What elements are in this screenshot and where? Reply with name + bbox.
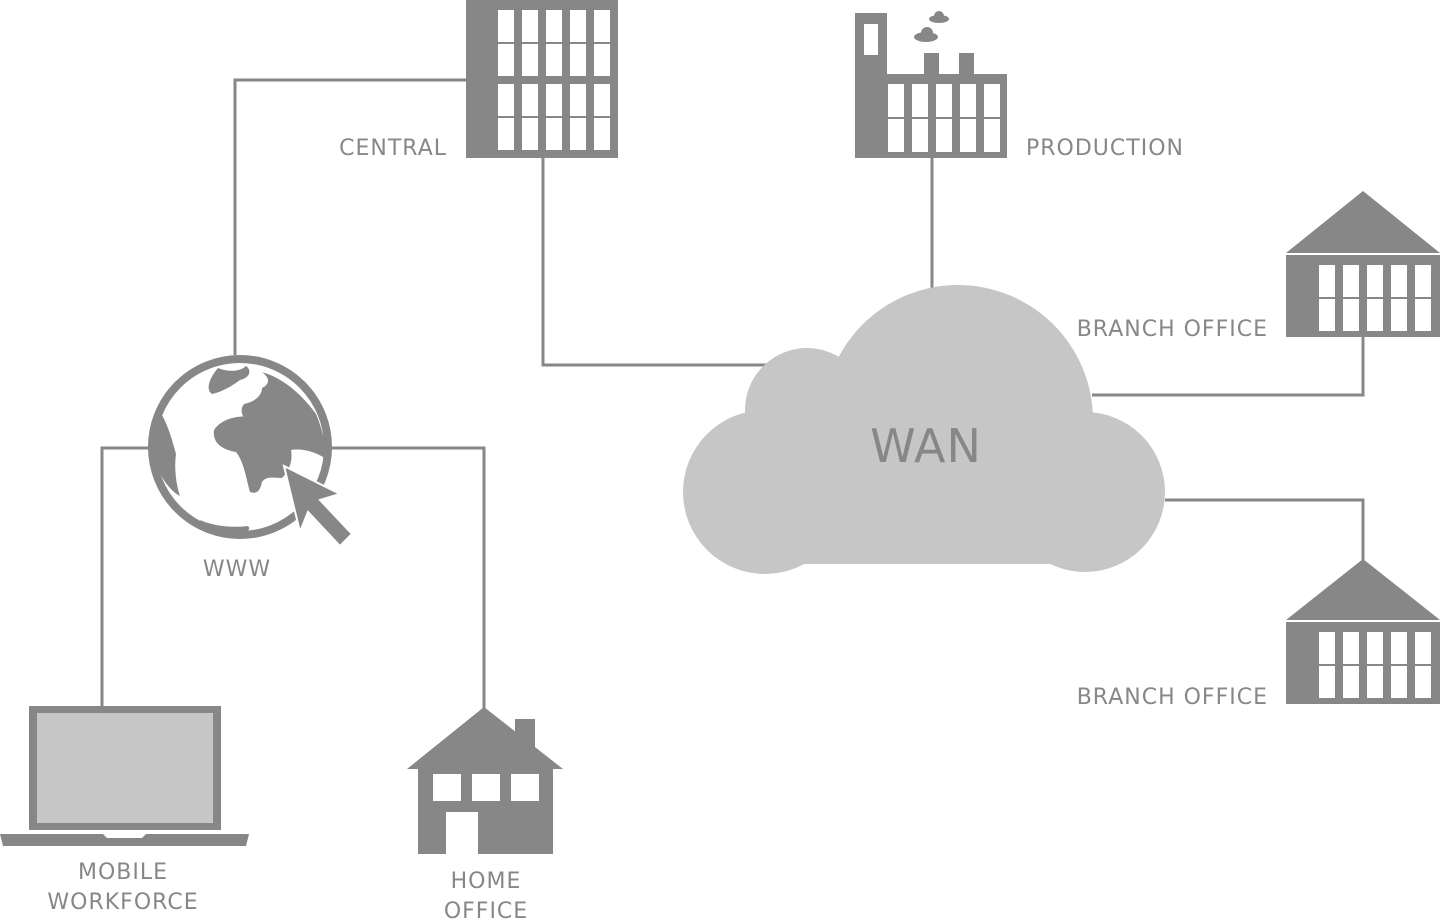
central-label: CENTRAL [339,136,447,161]
node-central: CENTRAL [339,0,618,161]
window [984,84,1000,117]
window [570,10,586,42]
window [522,44,538,76]
node-www: WWW [148,355,354,582]
window [912,119,928,152]
window [570,118,586,150]
window [1391,299,1407,331]
window [1367,666,1383,698]
node-branch-office-1: BRANCH OFFICE [1077,191,1440,342]
window [1319,632,1335,664]
window [498,10,514,42]
production-label: PRODUCTION [1026,136,1184,161]
wan-label: WAN [870,419,982,473]
window [936,84,952,117]
node-production: PRODUCTION [855,11,1184,161]
window [1415,299,1431,331]
window [1391,265,1407,297]
window [546,84,562,116]
connector-www-mobile [100,446,150,708]
globe-cursor-icon [148,355,354,548]
window [1391,666,1407,698]
branch-office-1-label: BRANCH OFFICE [1077,317,1268,342]
node-mobile-workforce: MOBILE WORKFORCE [0,706,249,915]
connector-central-wan [541,157,768,367]
laptop-icon [0,706,249,846]
window [546,118,562,150]
window [1415,632,1431,664]
branch-office-building-icon [1286,191,1440,337]
window [1343,666,1359,698]
connections [100,78,1365,710]
window [594,118,610,150]
node-home-office: HOME OFFICE [407,707,563,924]
window [1367,632,1383,664]
window [1343,265,1359,297]
window [960,119,976,152]
window [546,44,562,76]
connector-www-home [330,446,486,710]
window [522,118,538,150]
wan-cloud: WAN [683,285,1165,574]
window [936,119,952,152]
connector-branch1-wan [1092,336,1365,397]
window [888,119,904,152]
window [1367,299,1383,331]
window [1319,666,1335,698]
window [1319,299,1335,331]
mobile-workforce-label-line2: WORKFORCE [47,890,198,915]
window [1367,265,1383,297]
window [1343,299,1359,331]
connector-central-www [233,78,466,355]
office-building-icon [466,0,618,158]
window [1415,666,1431,698]
window [984,119,1000,152]
home-office-label-line1: HOME [451,869,522,894]
window [1391,632,1407,664]
www-label: WWW [203,557,271,582]
window [498,84,514,116]
window [570,84,586,116]
window [594,10,610,42]
window [1343,632,1359,664]
connector-branch2-wan [1165,498,1365,560]
window [888,84,904,117]
window [522,84,538,116]
window [522,10,538,42]
window [960,84,976,117]
branch-office-2-label: BRANCH OFFICE [1077,685,1268,710]
house-icon [407,707,563,854]
window [1319,265,1335,297]
branch-office-building-icon [1286,559,1440,704]
factory-icon [855,11,1007,158]
window [1415,265,1431,297]
cloud-icon [683,285,1165,574]
window [912,84,928,117]
home-office-label-line2: OFFICE [444,899,528,924]
window [498,118,514,150]
smoke-cloud-icon [914,11,949,42]
window [594,44,610,76]
node-branch-office-2: BRANCH OFFICE [1077,559,1440,710]
window [498,44,514,76]
window [594,84,610,116]
window [546,10,562,42]
window [570,44,586,76]
mobile-workforce-label-line1: MOBILE [78,860,168,885]
